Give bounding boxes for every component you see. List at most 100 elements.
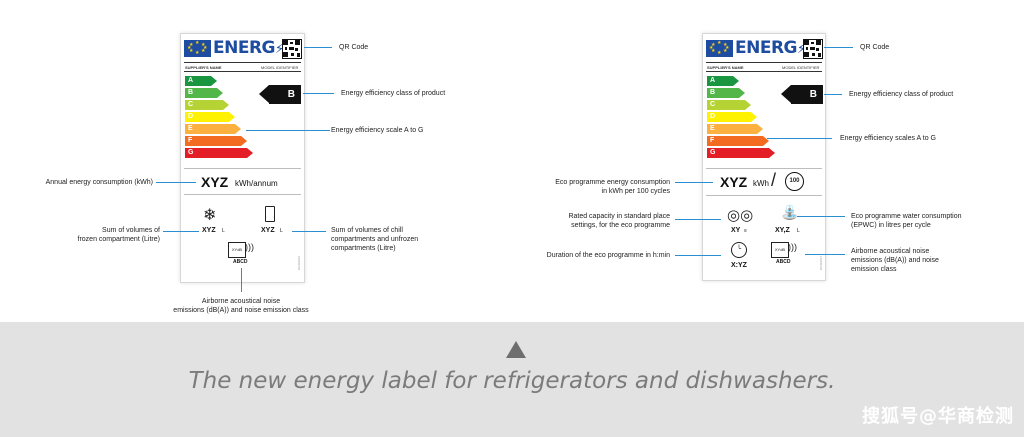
annotation-frozen-volume: Sum of volumes of frozen compartment (Li… <box>77 227 160 243</box>
energy-logo-text: ENERG⚡ <box>213 38 284 58</box>
subheader-divider <box>184 71 301 72</box>
fridge-energy-label: ★★★ ★★ ★★★ ENERG⚡ SUPPLIER'S NAME MODEL … <box>180 33 305 283</box>
annotation-annual-energy: Annual energy consumption (kWh) <box>45 179 153 186</box>
duration-value: X:YZ <box>731 262 747 269</box>
model-identifier: MODEL IDENTIFIER <box>261 65 299 70</box>
annotation-eco-energy: Eco programme energy consumption in kWh … <box>555 179 670 195</box>
energy-class-indicator: B <box>259 85 301 104</box>
frozen-volume-value: XYZ <box>202 227 216 234</box>
capacity-value: XY <box>731 227 741 234</box>
noise-classes: ABCD <box>776 259 791 265</box>
up-triangle-icon <box>506 341 526 358</box>
energy-logo-text: ENERG⚡ <box>735 38 806 58</box>
scale-bar-a: A <box>707 76 739 86</box>
leader-class-dish <box>824 94 842 95</box>
leader-noise-fridge <box>241 268 242 292</box>
bottle-icon <box>265 206 275 222</box>
slash-divider-icon: / <box>771 170 777 190</box>
speaker-noise-icon: XYdB <box>228 242 246 258</box>
leader-eco-energy <box>675 182 713 183</box>
annotation-qr-code: QR Code <box>339 44 369 51</box>
energy-divider-top <box>706 168 822 169</box>
side-regulation-code: 2019/2016 <box>297 256 301 271</box>
energy-class-indicator: B <box>781 85 823 104</box>
annotation-duration: Duration of the eco programme in h:min <box>546 252 670 259</box>
scale-bar-g: G <box>707 148 775 158</box>
frozen-volume-unit: L <box>222 228 225 234</box>
scale-bar-c: C <box>185 100 229 110</box>
annotation-water: Eco programme water consumption (EPWC) i… <box>851 213 962 229</box>
energy-divider-bottom <box>706 195 822 196</box>
header-divider <box>184 62 301 63</box>
leader-chill-volume <box>292 231 326 232</box>
scale-bar-e: E <box>185 124 241 134</box>
energy-divider-top <box>184 168 301 169</box>
leader-scale-fridge <box>246 130 330 131</box>
side-regulation-code: 2019/2017 <box>819 256 823 271</box>
scale-bar-d: D <box>707 112 757 122</box>
water-consumption-unit: L <box>797 228 800 234</box>
annotation-energy-class-dish: Energy efficiency class of product <box>849 91 954 98</box>
annotation-noise-fridge: Airborne acoustical noise emissions (dB(… <box>173 298 309 314</box>
leader-duration <box>675 255 721 256</box>
eu-flag-icon: ★★★ ★★ ★★★ <box>184 40 211 57</box>
leader-noise-dish <box>805 254 845 255</box>
subheader-divider <box>706 71 822 72</box>
annual-energy-unit: kWh/annum <box>235 179 278 188</box>
dishwasher-energy-label: ★★★ ★★ ★★★ ENERG⚡ SUPPLIER'S NAME MODEL … <box>702 33 826 281</box>
supplier-name: SUPPLIER'S NAME <box>707 65 744 70</box>
eco-energy-value: XYZ <box>720 174 748 190</box>
leader-qr-dish <box>824 47 853 48</box>
annotation-energy-scales-dish: Energy efficiency scales A to G <box>840 135 936 142</box>
plates-icon: ◎◎ <box>727 207 754 224</box>
scale-bar-a: A <box>185 76 217 86</box>
water-tap-icon: ⛲ <box>781 204 799 220</box>
annual-energy-value: XYZ <box>201 174 229 190</box>
figure-caption: The new energy label for refrigerators a… <box>188 368 836 394</box>
noise-value: XYdB <box>231 247 243 252</box>
leader-water <box>797 216 845 217</box>
qr-code-icon <box>282 39 302 59</box>
sound-waves-icon: ))) <box>788 242 797 252</box>
scale-bar-c: C <box>707 100 751 110</box>
annotation-qr-code-dish: QR Code <box>860 44 890 51</box>
annotation-energy-scale: Energy efficiency scale A to G <box>331 127 424 134</box>
scale-bar-f: F <box>707 136 769 146</box>
leader-scale-dish <box>767 138 832 139</box>
annotation-energy-class: Energy efficiency class of product <box>341 90 446 97</box>
supplier-name: SUPPLIER'S NAME <box>185 65 222 70</box>
scale-bar-f: F <box>185 136 247 146</box>
chill-volume-unit: L <box>280 228 283 234</box>
noise-classes: ABCD <box>233 259 248 265</box>
capacity-unit: ≡ <box>744 228 747 234</box>
scale-bar-b: B <box>185 88 223 98</box>
water-consumption-value: XY,Z <box>775 227 790 234</box>
noise-value: XYdB <box>774 247 786 252</box>
leader-capacity <box>675 219 721 220</box>
chill-volume-value: XYZ <box>261 227 275 234</box>
scale-bar-b: B <box>707 88 745 98</box>
eco-energy-unit: kWh <box>753 179 769 188</box>
annotation-capacity: Rated capacity in standard place setting… <box>568 213 670 229</box>
snowflake-icon: ❄ <box>203 207 217 224</box>
qr-code-icon <box>803 39 823 59</box>
leader-frozen-volume <box>163 231 199 232</box>
leader-annual-energy <box>156 182 196 183</box>
scale-bar-g: G <box>185 148 253 158</box>
scale-bar-d: D <box>185 112 235 122</box>
clock-icon: ╰ <box>731 242 747 258</box>
header-divider <box>706 62 822 63</box>
model-identifier: MODEL IDENTIFIER <box>782 65 820 70</box>
leader-class-fridge <box>303 93 334 94</box>
speaker-noise-icon: XYdB <box>771 242 789 258</box>
annotation-chill-volume: Sum of volumes of chill compartments and… <box>331 227 419 252</box>
energy-divider-bottom <box>184 194 301 195</box>
sound-waves-icon: ))) <box>245 242 254 252</box>
eu-flag-icon: ★★★ ★★ ★★★ <box>706 40 733 57</box>
cycle-100-icon: 100 <box>785 172 804 191</box>
annotation-noise-dish: Airborne acoustical noise emissions (dB(… <box>851 248 939 273</box>
watermark-text: 搜狐号@华商检测 <box>862 406 1014 427</box>
leader-qr-fridge <box>304 47 332 48</box>
scale-bar-e: E <box>707 124 763 134</box>
cycles-value: 100 <box>789 178 800 184</box>
